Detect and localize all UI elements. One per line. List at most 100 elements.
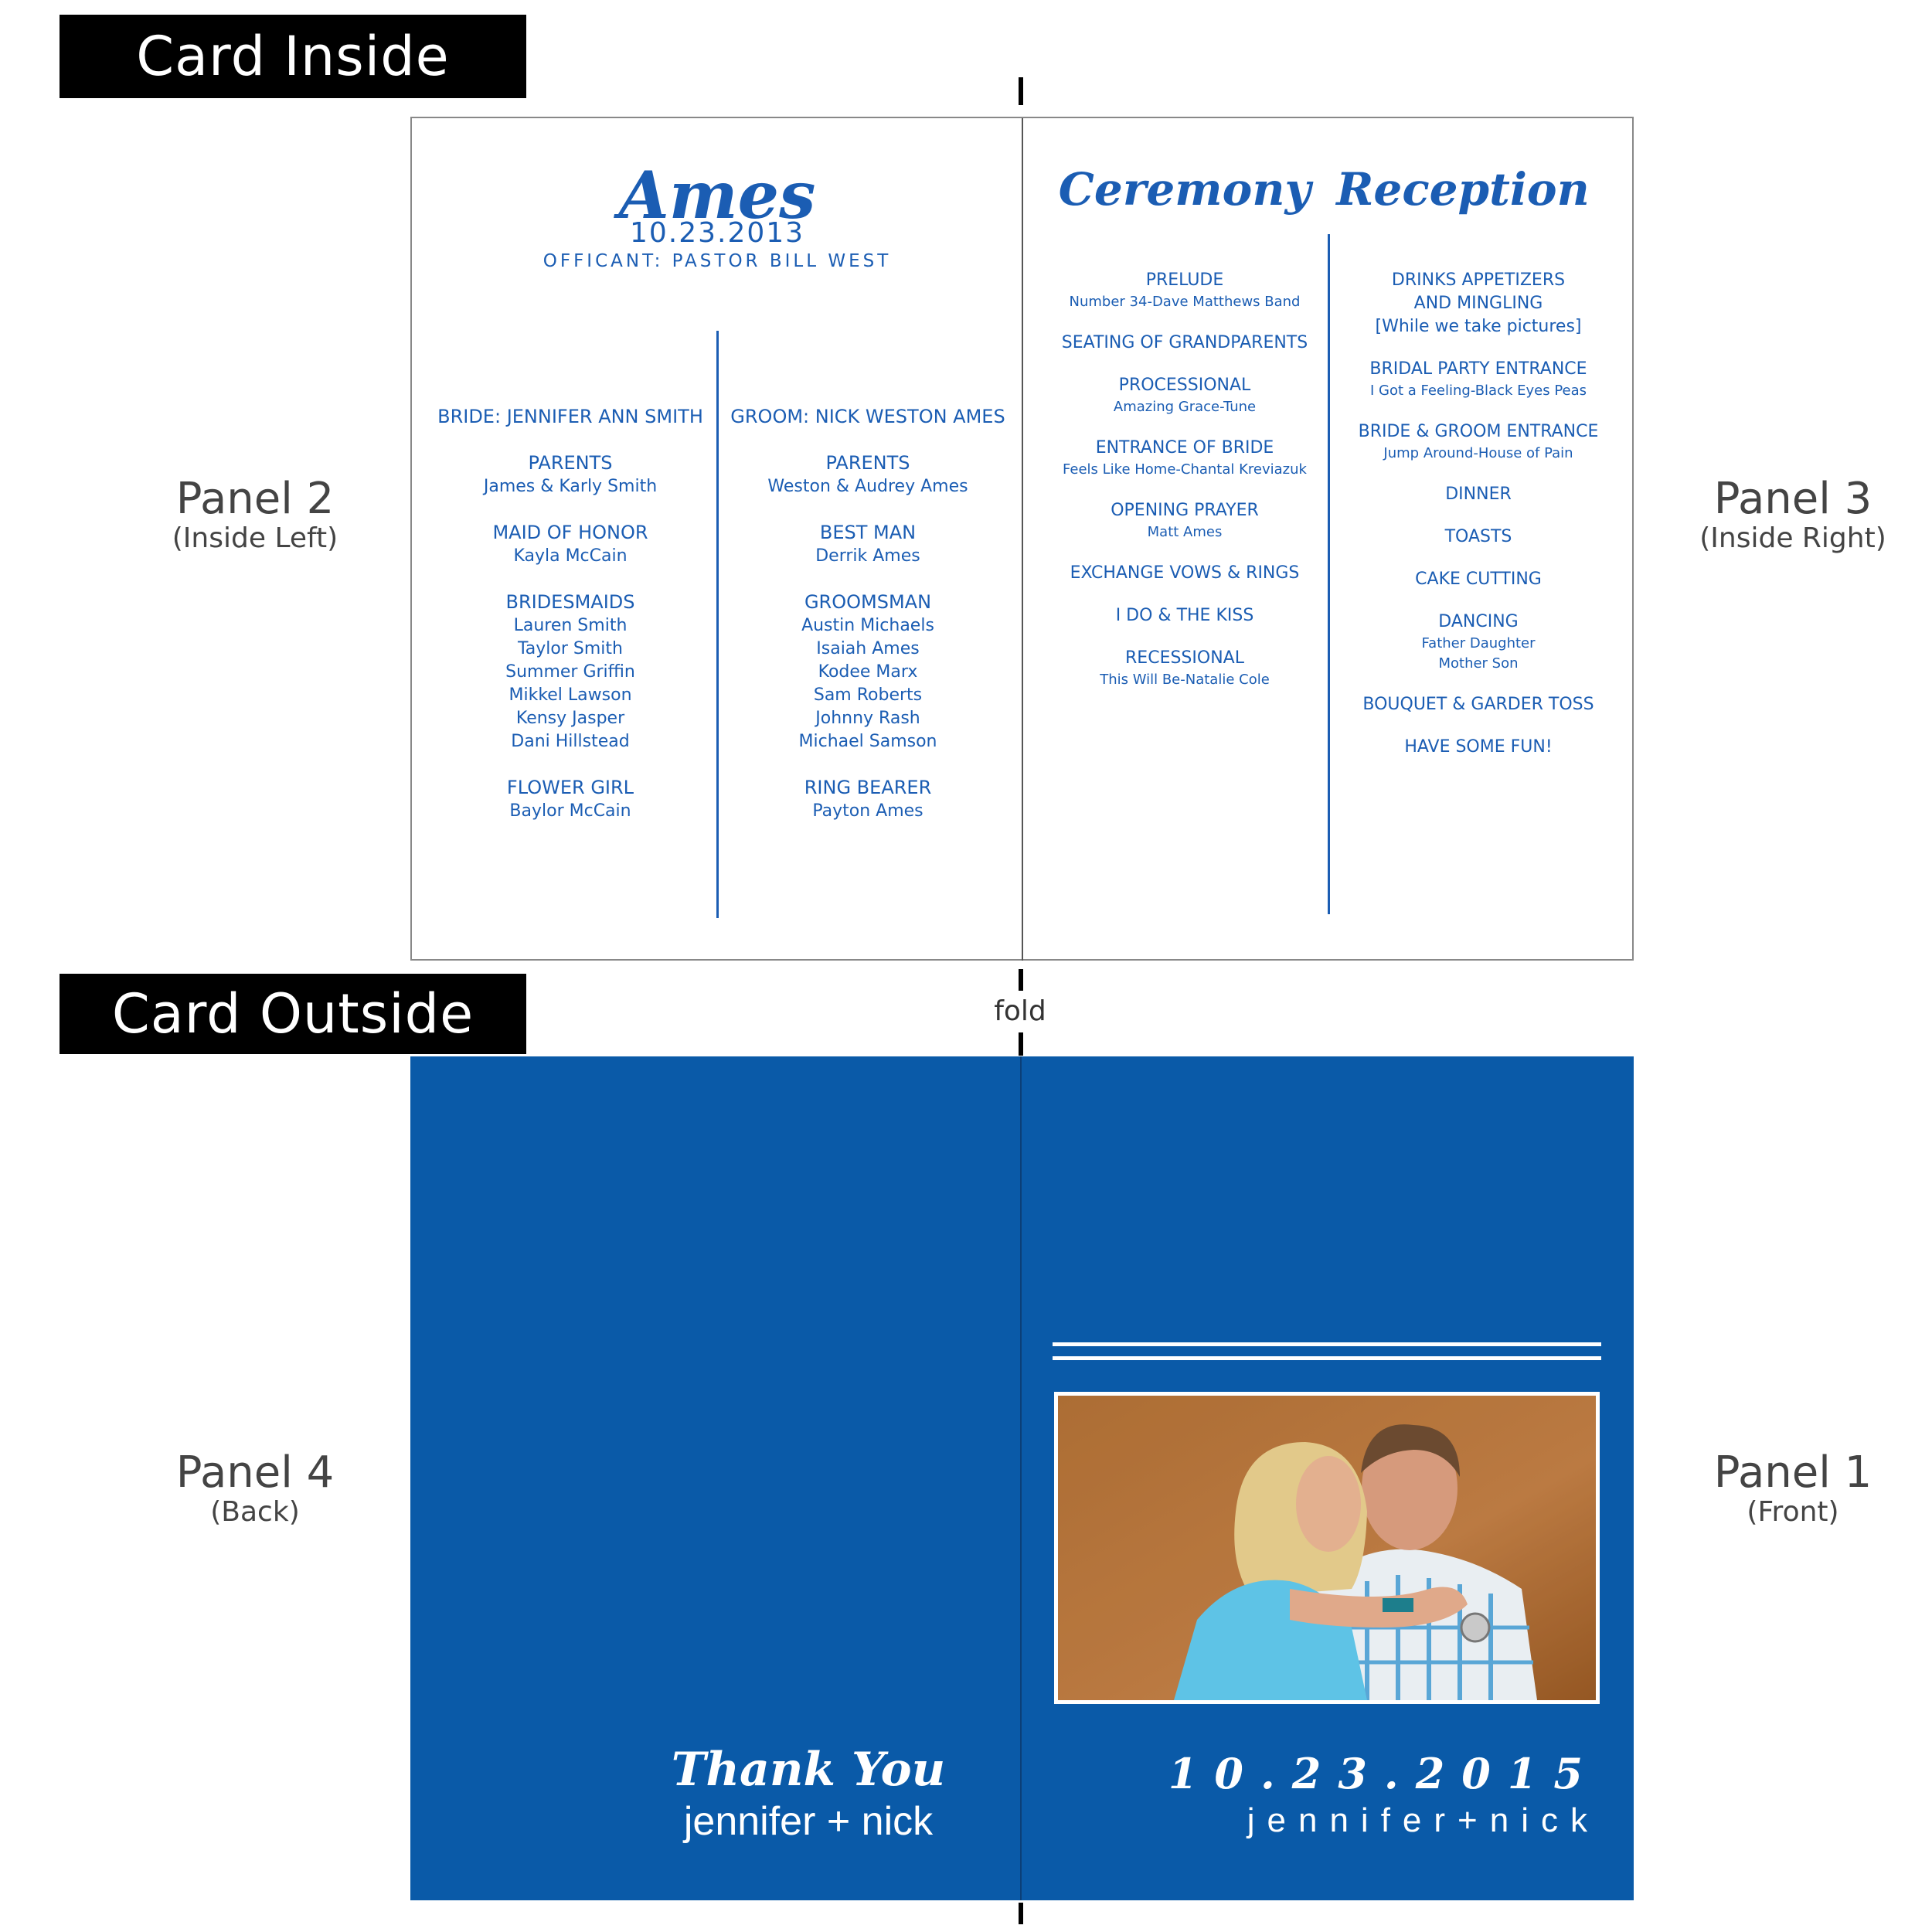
ceremony-heading: SEATING OF GRANDPARENTS — [1061, 333, 1308, 352]
reception-detail: Mother Son — [1438, 655, 1519, 672]
reception-column: DRINKS APPETIZERS AND MINGLING [While we… — [1335, 269, 1621, 778]
reception-detail: Father Daughter — [1421, 635, 1536, 651]
bride-role: BRIDESMAIDS — [505, 591, 635, 613]
panel2-label: Panel 2 (Inside Left) — [147, 475, 363, 553]
ceremony-item: OPENING PRAYER Matt Ames — [1046, 499, 1324, 543]
groom-block-1: PARENTS Weston & Audrey Ames — [721, 451, 1015, 498]
bride-role: PARENTS — [528, 452, 613, 474]
officiant-line: OFFICANT: PASTOR BILL WEST — [543, 251, 892, 271]
bride-name: Summer Griffin — [505, 662, 635, 682]
ceremony-title: Ceremony — [1058, 163, 1311, 216]
ceremony-column: PRELUDE Number 34-Dave Matthews Band SEA… — [1046, 269, 1324, 709]
ceremony-heading: RECESSIONAL — [1125, 648, 1244, 668]
couple-photo-image — [1058, 1396, 1596, 1700]
fold-label: fold — [994, 995, 1046, 1027]
ceremony-heading: I DO & THE KISS — [1115, 606, 1254, 625]
reception-detail: [While we take pictures] — [1375, 317, 1582, 336]
panel2-title: Panel 2 — [175, 474, 335, 524]
ceremony-item: PRELUDE Number 34-Dave Matthews Band — [1046, 269, 1324, 312]
card-inside-label: Card Inside — [60, 15, 526, 98]
bride-name: Taylor Smith — [518, 639, 623, 658]
ceremony-item: ENTRANCE OF BRIDE Feels Like Home-Chanta… — [1046, 437, 1324, 480]
groom-name: Isaiah Ames — [816, 639, 920, 658]
ceremony-item: PROCESSIONAL Amazing Grace-Tune — [1046, 374, 1324, 417]
bride-role: MAID OF HONOR — [492, 522, 648, 543]
panel4-title: Panel 4 — [175, 1447, 335, 1498]
ceremony-item: I DO & THE KISS — [1046, 604, 1324, 628]
panel4-subtitle: (Back) — [210, 1495, 300, 1528]
ceremony-heading: ENTRANCE OF BRIDE — [1095, 438, 1274, 457]
bride-block-1: PARENTS James & Karly Smith — [435, 451, 706, 498]
ceremony-detail: This Will Be-Natalie Cole — [1100, 672, 1270, 688]
inside-left-divider — [716, 331, 719, 918]
bride-name: Dani Hillstead — [511, 732, 630, 751]
reception-detail: I Got a Feeling-Black Eyes Peas — [1369, 383, 1587, 399]
couple-photo — [1054, 1392, 1600, 1704]
groom-role: GROOMSMAN — [804, 591, 932, 613]
ceremony-detail: Feels Like Home-Chantal Kreviazuk — [1063, 461, 1307, 478]
fold-mark-mid1 — [1019, 969, 1023, 991]
ceremony-item: SEATING OF GRANDPARENTS — [1046, 332, 1324, 355]
reception-item: DRINKS APPETIZERS AND MINGLING [While we… — [1335, 269, 1621, 338]
reception-item: CAKE CUTTING — [1335, 568, 1621, 591]
bride-column: BRIDE: JENNIFER ANN SMITH PARENTS James … — [435, 404, 706, 845]
fold-mark-bottom — [1019, 1903, 1023, 1924]
front-stripe-top — [1053, 1342, 1601, 1346]
reception-heading: BOUQUET & GARDER TOSS — [1362, 695, 1594, 714]
panel1-subtitle: (Front) — [1747, 1495, 1839, 1528]
bride-name: Kensy Jasper — [515, 709, 625, 728]
groom-name: Payton Ames — [812, 801, 923, 821]
groom-name: Johnny Rash — [815, 709, 920, 728]
groom-name: Derrik Ames — [815, 546, 920, 566]
groom-role: BEST MAN — [819, 522, 917, 543]
groom-block-3: GROOMSMAN Austin Michaels Isaiah Ames Ko… — [721, 590, 1015, 753]
reception-heading: DRINKS APPETIZERS — [1391, 270, 1566, 290]
panel3-subtitle: (Inside Right) — [1699, 522, 1886, 554]
groom-role: PARENTS — [825, 452, 910, 474]
bride-name: James & Karly Smith — [483, 477, 658, 496]
panel4-label: Panel 4 (Back) — [147, 1449, 363, 1527]
ceremony-heading: PRELUDE — [1145, 270, 1224, 290]
groom-name: Sam Roberts — [813, 685, 923, 705]
groom-block-2: BEST MAN Derrik Ames — [721, 520, 1015, 568]
center-fold-line — [1022, 118, 1023, 961]
groom-name: Michael Samson — [798, 732, 937, 751]
outside-fold-line — [1020, 1056, 1022, 1900]
reception-heading: BRIDE & GROOM ENTRANCE — [1358, 422, 1599, 441]
groom-role: RING BEARER — [804, 777, 932, 798]
ceremony-heading: PROCESSIONAL — [1118, 376, 1251, 395]
groom-name: Austin Michaels — [801, 616, 934, 635]
reception-item: BRIDE & GROOM ENTRANCE Jump Around-House… — [1335, 420, 1621, 464]
ceremony-detail: Amazing Grace-Tune — [1113, 399, 1257, 415]
reception-title: Reception — [1336, 163, 1590, 216]
bride-block-3: BRIDESMAIDS Lauren Smith Taylor Smith Su… — [435, 590, 706, 753]
groom-block-0: GROOM: NICK WESTON AMES — [721, 404, 1015, 429]
bride-role: FLOWER GIRL — [506, 777, 634, 798]
reception-heading: DINNER — [1445, 485, 1512, 504]
reception-item: HAVE SOME FUN! — [1335, 736, 1621, 759]
reception-item: DANCING Father Daughter Mother Son — [1335, 611, 1621, 674]
reception-heading: HAVE SOME FUN! — [1404, 737, 1553, 757]
back-names: jennifer + nick — [683, 1799, 934, 1844]
groom-column: GROOM: NICK WESTON AMES PARENTS Weston &… — [721, 404, 1015, 845]
reception-item: TOASTS — [1335, 526, 1621, 549]
fold-mark-top — [1019, 77, 1023, 105]
groom-name: Kodee Marx — [818, 662, 918, 682]
front-stripe-bottom — [1053, 1356, 1601, 1360]
card-outside: Thank You jennifer + nick — [410, 1056, 1634, 1900]
reception-item: BRIDAL PARTY ENTRANCE I Got a Feeling-Bl… — [1335, 358, 1621, 401]
ceremony-heading: EXCHANGE VOWS & RINGS — [1070, 563, 1300, 583]
ceremony-item: EXCHANGE VOWS & RINGS — [1046, 562, 1324, 585]
reception-heading: TOASTS — [1444, 527, 1512, 546]
card-outside-label: Card Outside — [60, 974, 526, 1054]
panel1-label: Panel 1 (Front) — [1685, 1449, 1901, 1527]
panel1-title: Panel 1 — [1713, 1447, 1872, 1498]
bride-block-4: FLOWER GIRL Baylor McCain — [435, 775, 706, 823]
bride-name: Lauren Smith — [513, 616, 628, 635]
ceremony-item: RECESSIONAL This Will Be-Natalie Cole — [1046, 647, 1324, 690]
ceremony-detail: Matt Ames — [1147, 524, 1223, 540]
bride-block-2: MAID OF HONOR Kayla McCain — [435, 520, 706, 568]
front-names: jennifer+nick — [1247, 1801, 1600, 1839]
groom-name: Weston & Audrey Ames — [767, 477, 968, 496]
bride-name: Baylor McCain — [509, 801, 631, 821]
